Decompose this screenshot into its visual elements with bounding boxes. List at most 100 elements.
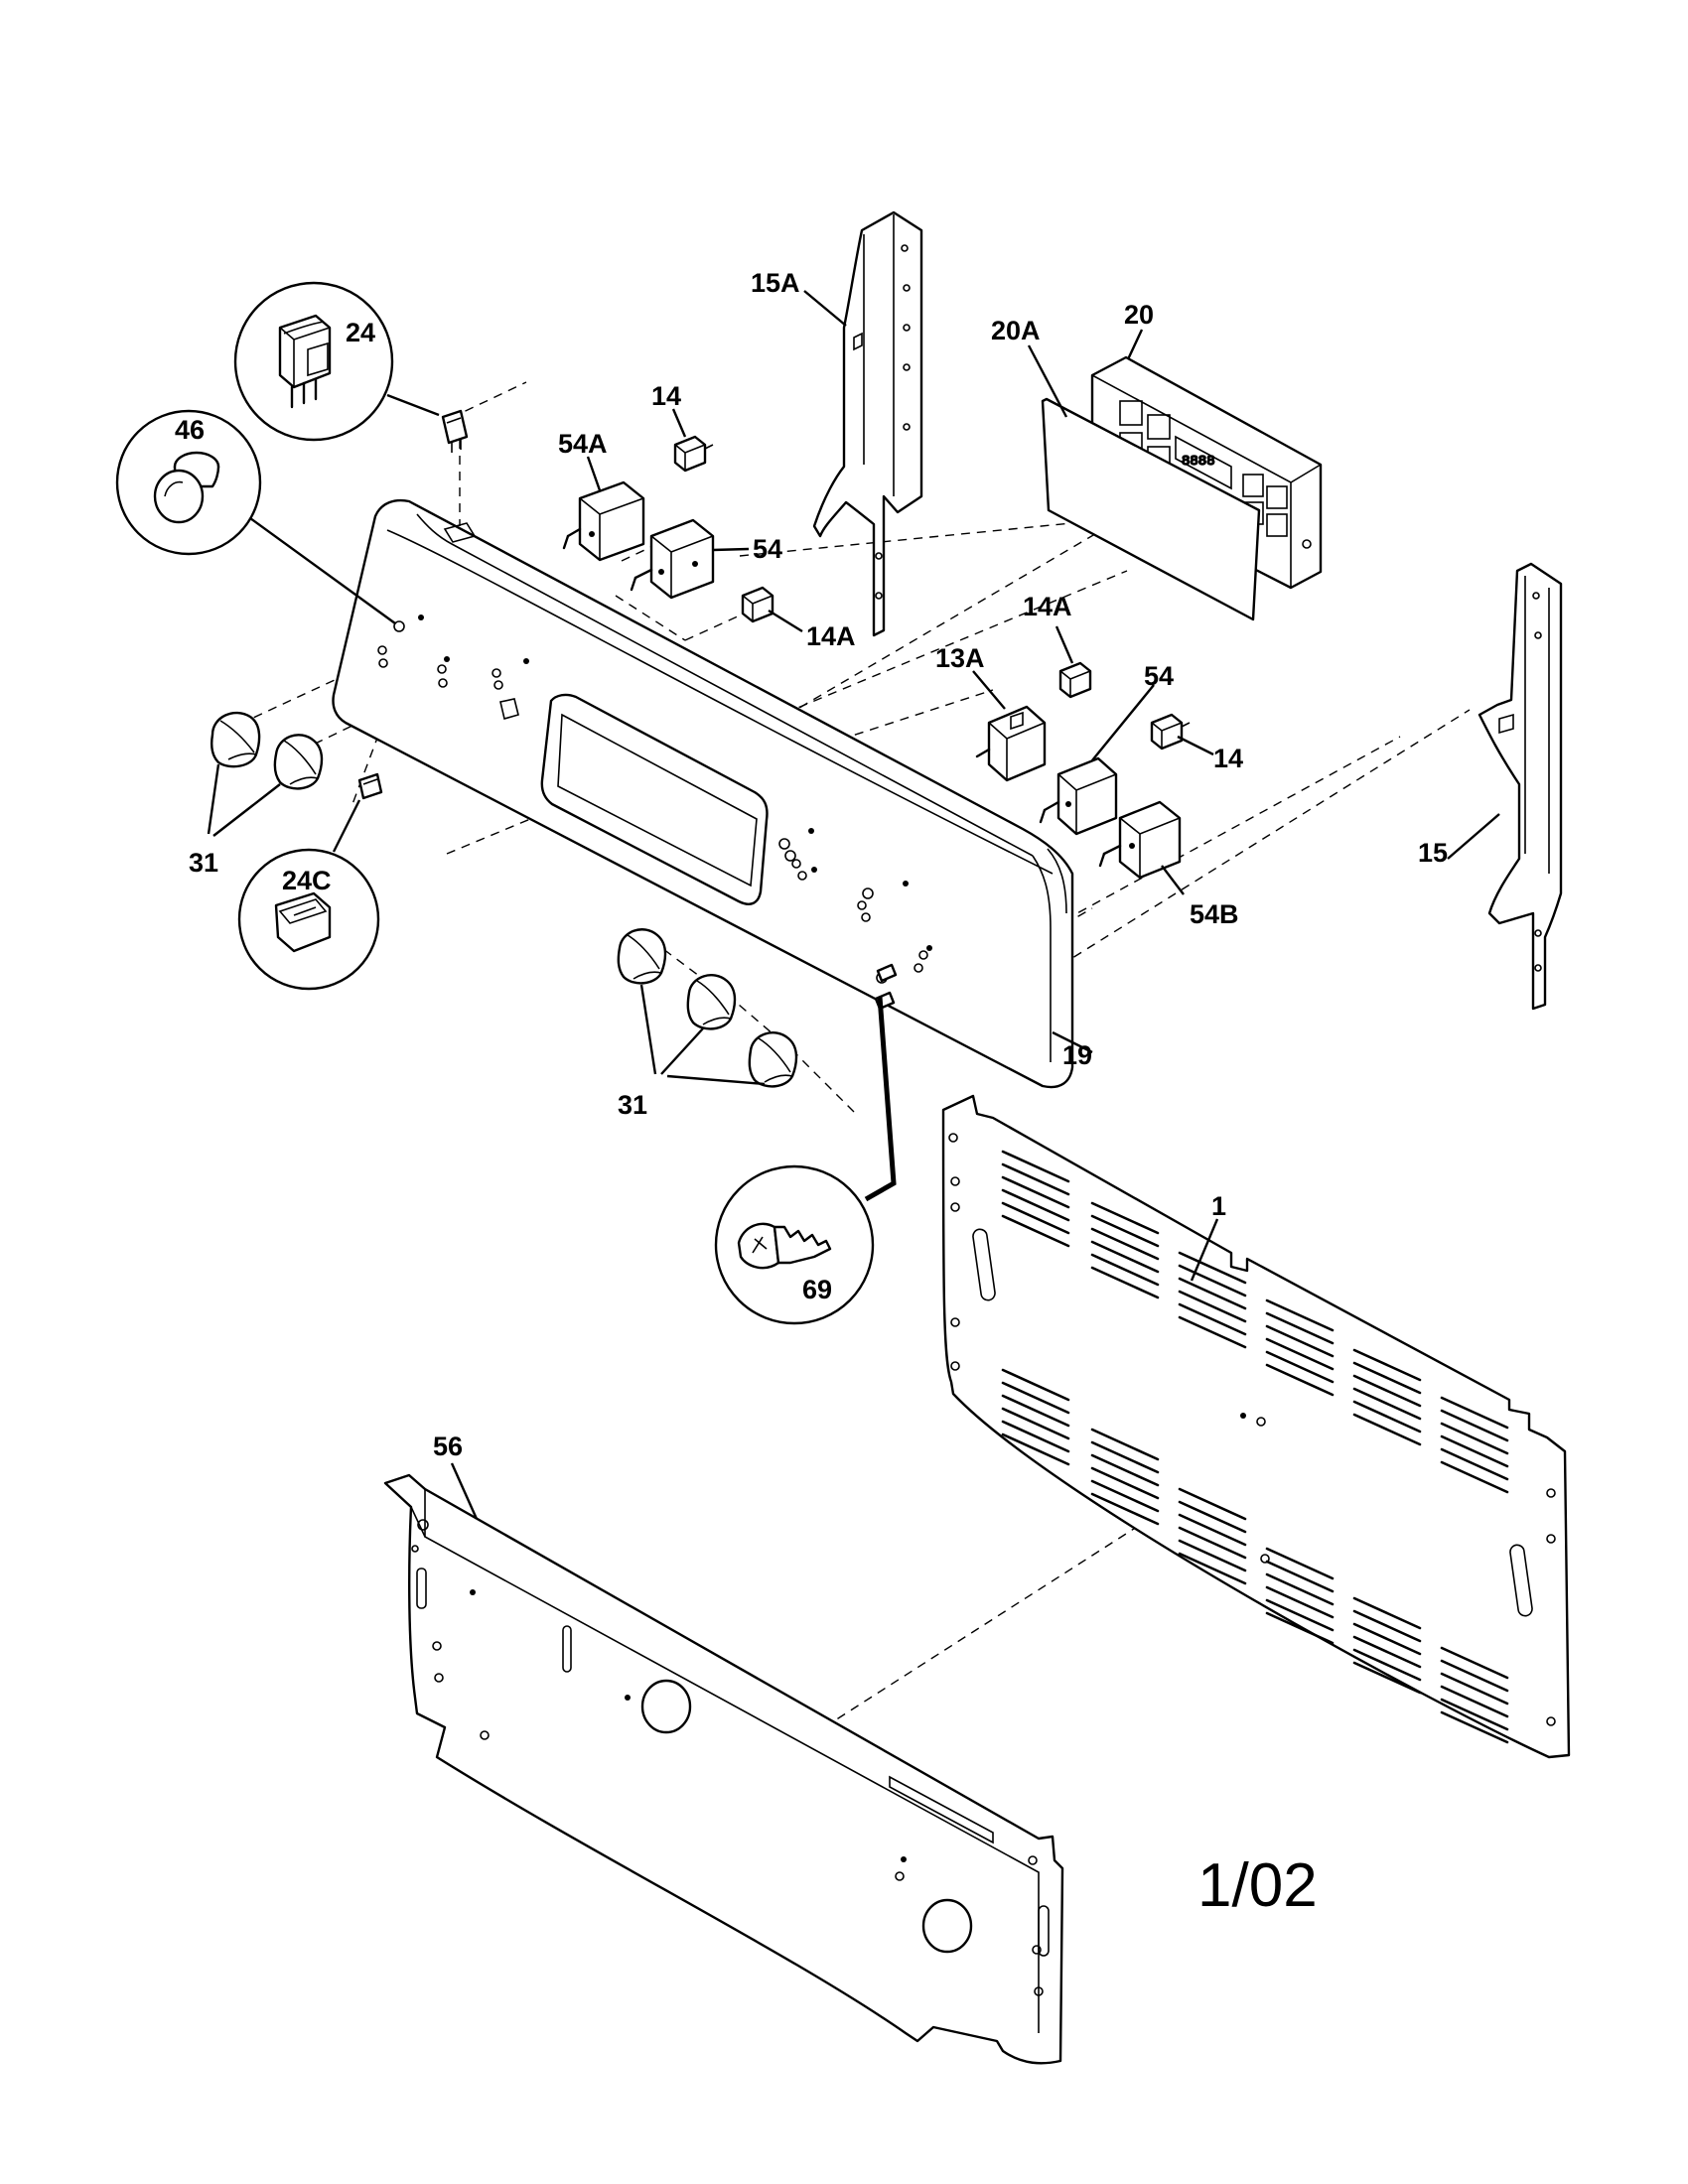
indicator-14-lower	[1150, 713, 1191, 751]
louver-slot	[1440, 1659, 1509, 1693]
louver-slot	[1001, 1201, 1070, 1235]
infinite-switch-13A	[975, 705, 1047, 782]
louver-slot	[1178, 1290, 1247, 1323]
louver-slot	[1090, 1227, 1160, 1261]
louver-slot	[1001, 1407, 1070, 1440]
louver-slot	[1352, 1622, 1422, 1656]
louver-slot	[1090, 1214, 1160, 1248]
louver-slot	[1178, 1552, 1247, 1585]
louver-slot	[1352, 1648, 1422, 1682]
louver-slot	[1001, 1150, 1070, 1183]
indicator-14A-upper	[741, 586, 774, 623]
louver-slot	[1440, 1672, 1509, 1706]
rear-panel-holes	[948, 1133, 1556, 1726]
infinite-switch-54-upper	[630, 518, 715, 600]
label-15: 15	[1418, 838, 1448, 868]
louver-slot	[1265, 1337, 1335, 1371]
louver-slot	[1178, 1526, 1247, 1560]
callout-switch-24C	[237, 799, 380, 991]
label-20A: 20A	[991, 316, 1041, 345]
label-20: 20	[1124, 300, 1154, 330]
indicator-14A-lower	[1058, 661, 1092, 699]
louver-slot	[1440, 1710, 1509, 1744]
louver-slot	[1001, 1188, 1070, 1222]
louver-slot	[1001, 1175, 1070, 1209]
louver-slot	[1440, 1434, 1509, 1468]
louver-slot	[1090, 1428, 1160, 1461]
revision-date: 1/02	[1197, 1851, 1318, 1920]
louver-slot	[1352, 1361, 1422, 1395]
louver-slot	[1352, 1374, 1422, 1408]
infinite-switch-54-lower	[1039, 756, 1118, 836]
overlay-20A	[1041, 397, 1261, 621]
part-labels: 1 13A 14 14 14A 14A 15 15A 19 20 20A 24 …	[175, 268, 1448, 1920]
louver-slot	[1178, 1277, 1247, 1310]
louver-slot	[1001, 1162, 1070, 1196]
label-19: 19	[1062, 1040, 1092, 1070]
louver-slot	[1265, 1547, 1335, 1580]
louver-slot	[1265, 1611, 1335, 1645]
louver-slot	[1090, 1440, 1160, 1474]
louver-slot	[1090, 1240, 1160, 1274]
louver-slot	[1352, 1609, 1422, 1643]
louver-slot	[1265, 1560, 1335, 1593]
louver-slot	[1001, 1420, 1070, 1453]
louver-slot	[1265, 1298, 1335, 1332]
louver-slot	[1001, 1214, 1070, 1248]
louver-slot	[1090, 1453, 1160, 1487]
louver-slot	[1265, 1572, 1335, 1606]
louver-slot	[1178, 1513, 1247, 1547]
knob-left-1	[211, 711, 261, 768]
louver-slot	[1090, 1253, 1160, 1287]
label-1: 1	[1211, 1191, 1226, 1221]
louver-slot	[1440, 1460, 1509, 1494]
label-54-upper: 54	[753, 534, 782, 564]
label-31-left: 31	[189, 848, 218, 878]
louver-slot	[1265, 1598, 1335, 1632]
lower-panel-56	[383, 1473, 1064, 2065]
louver-slot	[1440, 1685, 1509, 1718]
label-54-lower: 54	[1144, 661, 1174, 691]
knob-right-2	[686, 974, 737, 1030]
louver-slot	[1090, 1201, 1160, 1235]
rocker-switch-24C-small	[357, 772, 383, 800]
callout-switch-24	[233, 281, 440, 442]
label-69: 69	[802, 1275, 832, 1304]
label-54B: 54B	[1190, 899, 1239, 929]
knob-right-1	[617, 928, 667, 985]
louver-slot	[1265, 1350, 1335, 1384]
louver-slot	[1090, 1492, 1160, 1526]
louver-slot	[1178, 1539, 1247, 1572]
rocker-switch-24-small	[441, 409, 469, 453]
louver-slot	[1178, 1251, 1247, 1285]
louver-slot	[1352, 1387, 1422, 1421]
louver-slot	[1001, 1394, 1070, 1428]
label-14A-upper: 14A	[806, 621, 856, 651]
louver-slot	[1090, 1466, 1160, 1500]
louver-slot	[1440, 1396, 1509, 1430]
label-14-upper: 14	[651, 381, 681, 411]
knob-left-2	[273, 734, 324, 790]
louver-slot	[1352, 1596, 1422, 1630]
label-56: 56	[433, 1432, 463, 1461]
louver-slot	[1178, 1264, 1247, 1297]
rear-panel-1	[941, 1094, 1571, 1759]
louver-slot	[1265, 1363, 1335, 1397]
label-54A: 54A	[558, 429, 608, 459]
louver-slot	[1440, 1447, 1509, 1481]
louver-slot	[1178, 1315, 1247, 1349]
label-15A: 15A	[751, 268, 800, 298]
louver-slot	[1178, 1500, 1247, 1534]
end-bracket-15A	[812, 210, 923, 637]
louver-slot	[1440, 1698, 1509, 1731]
louver-slot	[1352, 1400, 1422, 1433]
louver-slot	[1001, 1433, 1070, 1466]
label-31-right: 31	[618, 1090, 647, 1120]
infinite-switch-54A	[562, 480, 645, 562]
svg-text:8888: 8888	[1182, 454, 1215, 470]
louver-slot	[1352, 1348, 1422, 1382]
label-leaders	[450, 290, 1500, 1520]
louver-slot	[1178, 1487, 1247, 1521]
louver-slot	[1090, 1479, 1160, 1513]
